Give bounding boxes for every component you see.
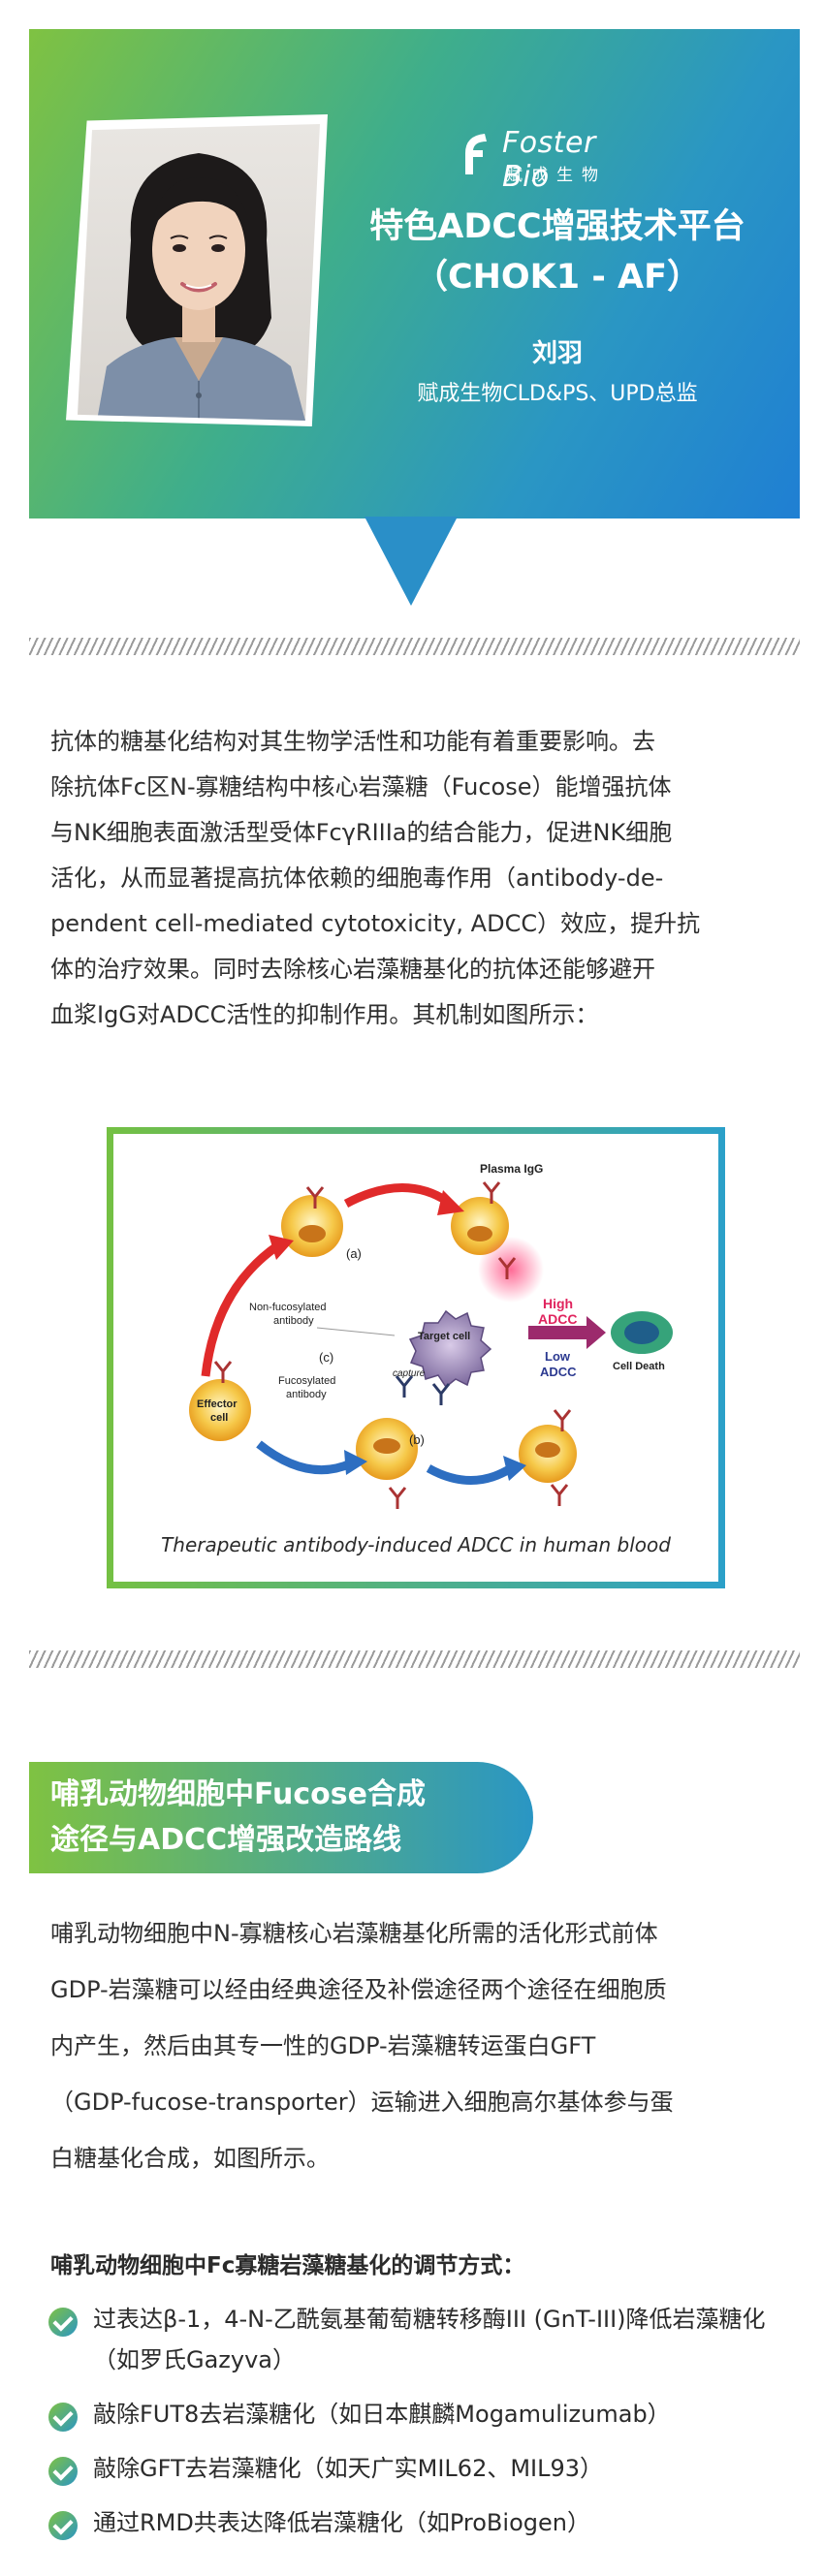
section-header: 哺乳动物细胞中Fucose合成 途径与ADCC增强改造路线 [29,1762,533,1873]
check-icon [48,2403,78,2432]
list-item-text: 通过RMD共表达降低岩藻糖化（如ProBiogen） [93,2509,590,2536]
blue-arrow-right [426,1464,514,1485]
label-cell-death: Cell Death [613,1361,665,1372]
adcc-diagram: Plasma IgG (a) (b) (c) Non-fucosylated a… [189,1162,673,1509]
section-title: 哺乳动物细胞中Fucose合成 途径与ADCC增强改造路线 [50,1772,516,1863]
hatched-divider-middle [29,1650,800,1668]
figure-caption: Therapeutic antibody-induced ADCC in hum… [161,1533,671,1556]
body2-line-1: 哺乳动物细胞中N-寡糖核心岩藻糖基化所需的活化形式前体 [50,1920,658,1947]
label-effector-cell: cell [210,1412,228,1424]
hatched-divider-top [29,638,800,655]
page-title: 特色ADCC增强技术平台 （CHOK1 - AF） [320,202,795,302]
list-item-text: 敲除FUT8去岩藻糖化（如日本麒麟Mogamulizumab） [93,2401,671,2428]
label-b: (b) [409,1432,425,1447]
intro-line-7: 血浆IgG对ADCC活性的抑制作用。其机制如图所示： [50,1001,599,1028]
effector-cell-bottom-right [519,1425,577,1483]
regulation-list: 过表达β-1，4-N-乙酰氨基葡萄糖转移酶III (GnT-III)降低岩藻糖化… [48,2299,795,2557]
intro-line-2: 除抗体Fc区N-寡糖结构中核心岩藻糖（Fucose）能增强抗体 [50,773,672,801]
intro-line-4: 活化，从而显著提高抗体依赖的细胞毒作用（antibody-de- [50,864,664,892]
list-item: 敲除FUT8去岩藻糖化（如日本麒麟Mogamulizumab） [48,2394,795,2435]
label-plasma-igg: Plasma IgG [480,1162,543,1176]
logo-text-en: Foster Bio [502,126,596,194]
label-capture: capture [393,1368,426,1379]
label-c: (c) [319,1350,333,1365]
intro-line-1: 抗体的糖基化结构对其生物学活性和功能有着重要影响。去 [50,728,655,755]
antibodies [213,1181,572,1509]
check-icon [48,2457,78,2486]
label-fucosylated: Fucosylated [278,1375,335,1387]
intro-line-5: pendent cell-mediated cytotoxicity, ADCC… [50,910,701,937]
page-title-line-2: （CHOK1 - AF） [413,258,702,297]
label-low-adcc: ADCC [540,1365,577,1379]
effector-cell-bottom [356,1418,418,1480]
effector-cell-left [189,1379,251,1441]
foster-bio-logo-mark [465,134,487,174]
label-fucosylated-antibody: antibody [286,1389,327,1400]
label-non-fucosylated: Non-fucosylated [249,1302,327,1313]
label-low: Low [545,1349,571,1364]
effector-cell-top-right [451,1197,509,1255]
list-item-text: 敲除GFT去岩藻糖化（如天广实MIL62、MIL93） [93,2455,604,2482]
list-item: 过表达β-1，4-N-乙酰氨基葡萄糖转移酶III (GnT-III)降低岩藻糖化… [48,2299,795,2380]
foster-bio-logo: Foster Bio 赋成生物 [456,126,640,194]
fucose-pathway-paragraph: 哺乳动物细胞中N-寡糖核心岩藻糖基化所需的活化形式前体 GDP-岩藻糖可以经由经… [50,1905,779,2186]
logo-text-cn: 赋成生物 [506,166,607,185]
red-arrow-top [343,1183,451,1208]
label-target-cell: Target cell [418,1331,470,1342]
label-non-fucosylated-antibody: antibody [273,1315,314,1327]
speaker-title: 赋成生物CLD&PS、UPD总监 [417,382,698,406]
banner-pointer [364,517,458,606]
label-a: (a) [346,1246,362,1261]
body2-line-5: 白糖基化合成，如图所示。 [50,2145,330,2172]
page-title-line-1: 特色ADCC增强技术平台 [369,207,745,246]
label-high-adcc: ADCC [538,1311,577,1327]
intro-paragraph: 抗体的糖基化结构对其生物学活性和功能有着重要影响。去 除抗体Fc区N-寡糖结构中… [50,719,779,1038]
blue-arrow-bottom [256,1440,353,1475]
speaker-photo [78,124,320,421]
body2-line-3: 内产生，然后由其专一性的GDP-岩藻糖转运蛋白GFT [50,2032,596,2059]
body2-line-4: （GDP-fucose-transporter）运输进入细胞高尔基体参与蛋 [50,2089,674,2116]
intro-line-6: 体的治疗效果。同时去除核心岩藻糖基化的抗体还能够避开 [50,956,655,983]
label-high: High [543,1296,573,1311]
speaker-name: 刘羽 [531,339,583,368]
check-icon [48,2308,78,2337]
dead-cell [611,1311,673,1354]
target-cell [408,1309,492,1389]
section-title-line-2: 途径与ADCC增强改造路线 [50,1823,402,1857]
body2-line-2: GDP-岩藻糖可以经由经典途径及补偿途径两个途径在细胞质 [50,1976,667,2003]
adcc-figure-frame: Plasma IgG (a) (b) (c) Non-fucosylated a… [107,1127,725,1588]
list-item: 敲除GFT去岩藻糖化（如天广实MIL62、MIL93） [48,2448,795,2489]
effector-cell-top-left [281,1195,343,1257]
red-arrow-left [201,1241,281,1377]
adcc-mechanism-figure: Plasma IgG (a) (b) (c) Non-fucosylated a… [113,1134,718,1582]
label-effector: Effector [197,1398,238,1410]
intro-line-3: 与NK细胞表面激活型受体FcγRIIIa的结合能力，促进NK细胞 [50,819,673,846]
list-item: 通过RMD共表达降低岩藻糖化（如ProBiogen） [48,2502,795,2543]
regulation-heading: 哺乳动物细胞中Fc寡糖岩藻糖基化的调节方式： [50,2253,525,2278]
section-title-line-1: 哺乳动物细胞中Fucose合成 [50,1777,426,1811]
check-icon [48,2511,78,2540]
adcc-arrow [528,1316,606,1349]
list-item-text: 过表达β-1，4-N-乙酰氨基葡萄糖转移酶III (GnT-III)降低岩藻糖化… [93,2306,766,2373]
adcc-burst [478,1237,544,1303]
